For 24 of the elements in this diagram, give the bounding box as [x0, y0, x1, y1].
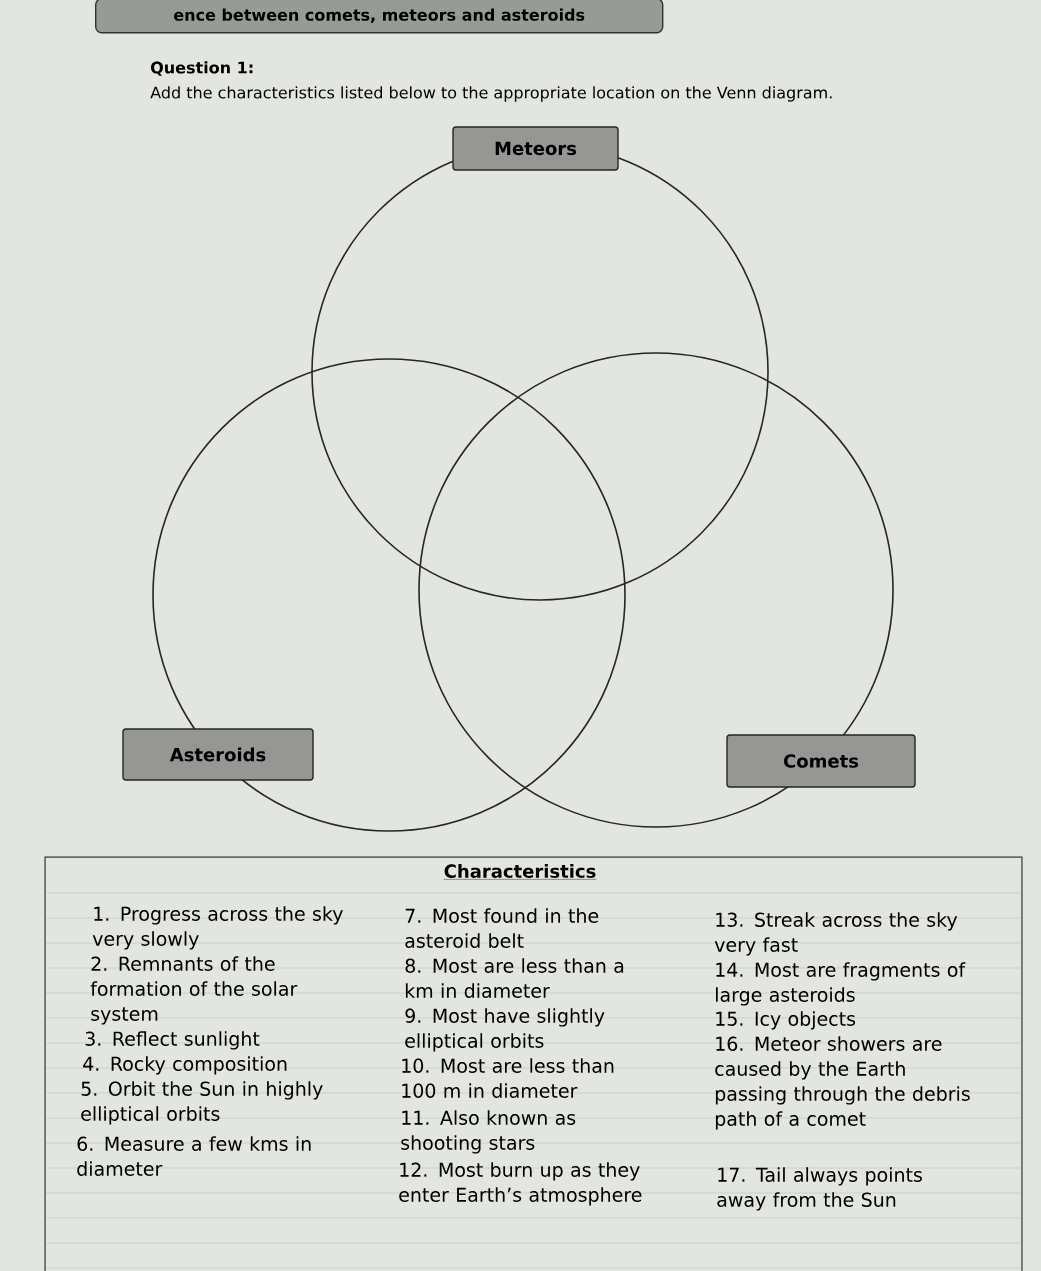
label-tag: Meteors: [452, 126, 619, 171]
list-item: 3. Reflect sunlight: [85, 1031, 260, 1050]
list-item: 6. Measure a few kms in diameter: [77, 1136, 311, 1176]
list-item: 8. Most are less than a km in diameter: [405, 958, 624, 998]
list-item: 7. Most found in the asteroid belt: [405, 908, 599, 948]
list-item: 4. Rocky composition: [83, 1056, 287, 1075]
list-item: 14. Most are fragments of large asteroids: [716, 962, 966, 1006]
list-item: 11. Also known as shooting stars: [401, 1110, 576, 1154]
list-item: 16. Meteor showers are caused by the Earth passing through the debris path of a comet: [715, 1036, 970, 1130]
label-tag: Comets: [726, 734, 916, 788]
list-item: 13. Streak across the sky very fast: [714, 912, 958, 956]
list-item: 17. Tail always points away from the Sun: [717, 1167, 922, 1211]
instruction-text: Add the characteristics listed below to the appropriate location on the Venn diagram.: [150, 86, 832, 102]
list-item: 9. Most have slightly elliptical orbits: [405, 1008, 605, 1052]
list-item: 12. Most burn up as they enter Earth’s atmosphere: [399, 1162, 642, 1206]
list-item: 2. Remnants of the formation of the solar system: [90, 956, 298, 1025]
title-banner: ence between comets, meteors and asteroids: [95, 0, 664, 34]
question-heading: Question 1:: [151, 61, 253, 76]
list-item: 15. Icy objects: [716, 1011, 856, 1030]
label-tag: Asteroids: [122, 728, 314, 781]
list-item: 5. Orbit the Sun in highly elliptical orbits: [81, 1081, 323, 1125]
list-item: 10. Most are less than 100 m in diameter: [402, 1058, 614, 1098]
table-heading: Characteristics: [443, 864, 597, 880]
list-item: 1. Progress across the sky very slowly: [92, 906, 343, 950]
